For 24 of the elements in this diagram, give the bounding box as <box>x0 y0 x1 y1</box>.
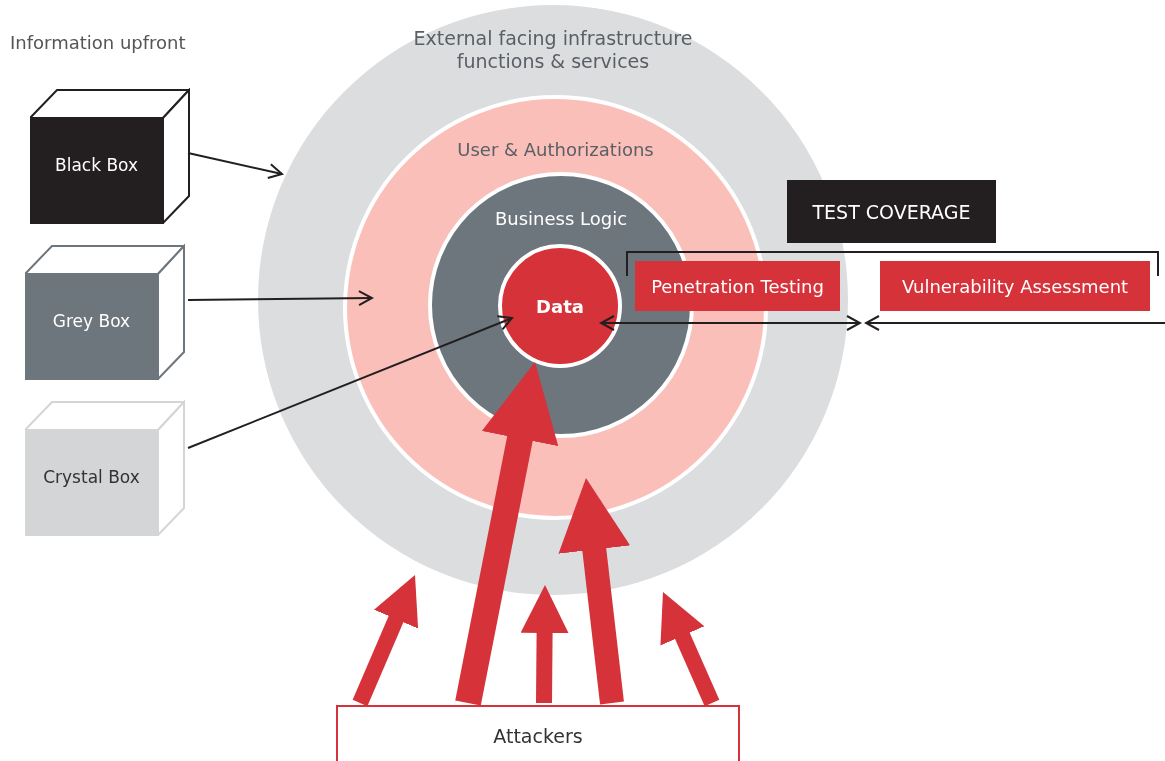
cube-label: Crystal Box <box>42 466 141 488</box>
ring-label: Business Logic <box>493 208 629 230</box>
arrow <box>600 315 861 331</box>
arrow <box>558 478 631 705</box>
ring-label: User & Authorizations <box>456 139 655 161</box>
ring-label: External facing infrastructure functions & services <box>412 27 694 73</box>
arrow <box>187 290 373 307</box>
box-label: Penetration Testing <box>651 275 824 297</box>
arrow <box>660 592 720 707</box>
arrow <box>520 585 569 704</box>
ring-label: Data <box>535 296 585 318</box>
heading-text: Information upfront <box>10 32 186 53</box>
source-box <box>336 705 740 761</box>
label-box <box>880 261 1150 311</box>
arrow <box>455 362 559 706</box>
label-box <box>787 180 996 243</box>
arrow <box>187 315 513 449</box>
arrow <box>187 152 283 179</box>
box-label: Attackers <box>493 725 583 747</box>
cube-label: Grey Box <box>51 310 132 332</box>
box-label: Vulnerability Assessment <box>901 275 1129 297</box>
arrow <box>352 575 419 707</box>
box-label: TEST COVERAGE <box>812 200 971 223</box>
cube-label: Black Box <box>54 154 139 176</box>
